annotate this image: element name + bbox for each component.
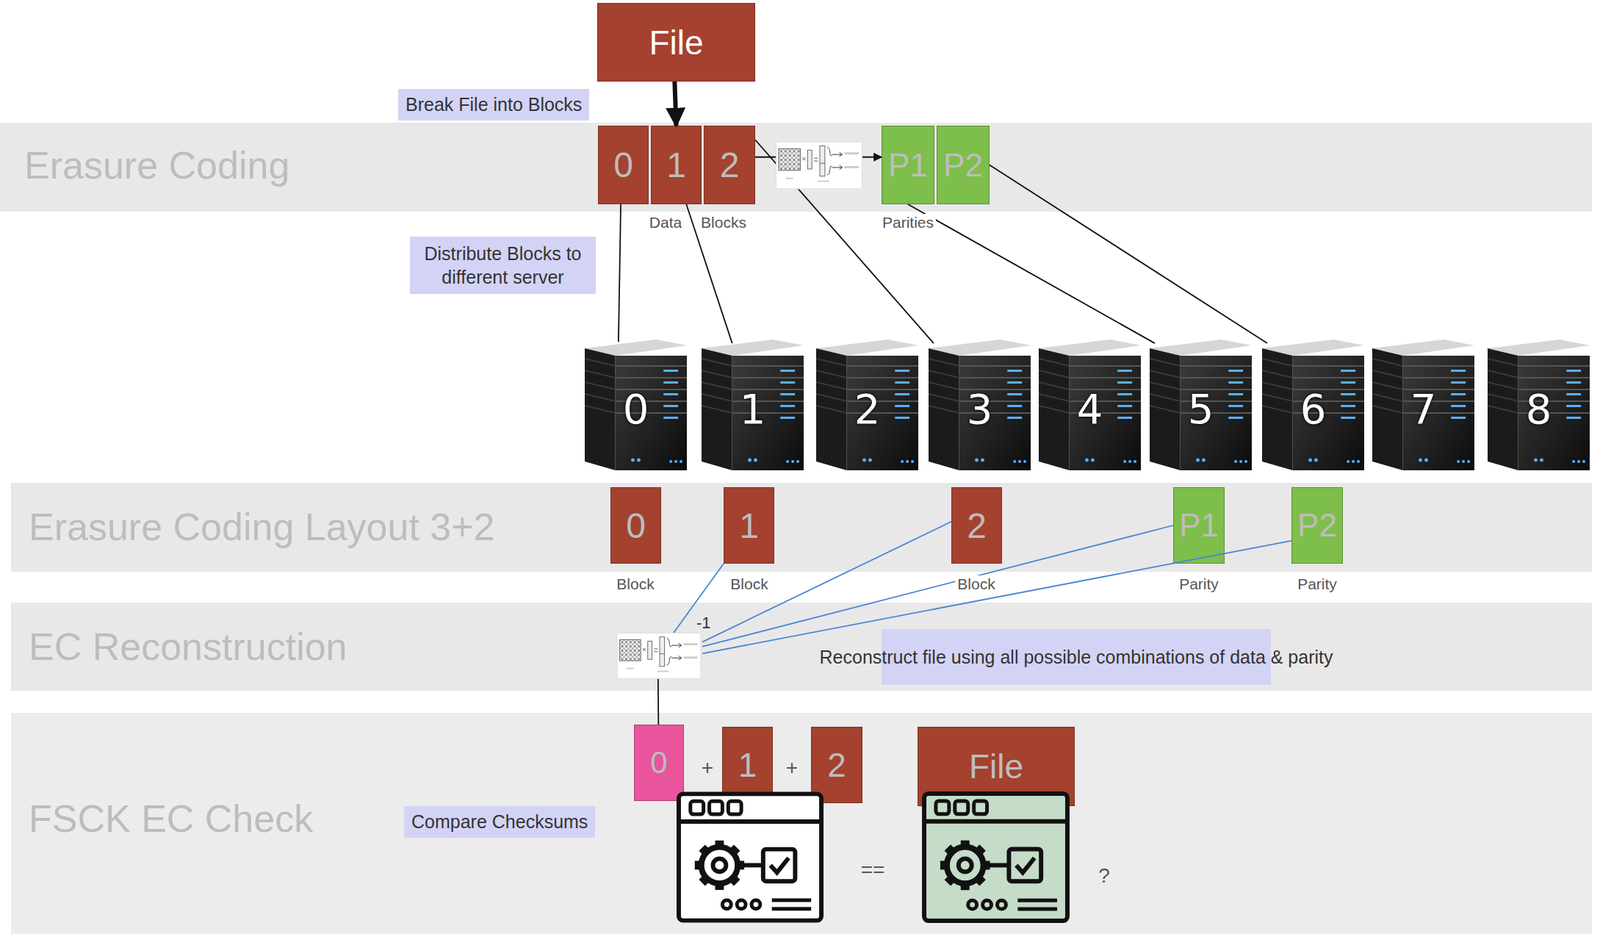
connector-line — [989, 165, 1268, 344]
node-text: P1 — [1174, 506, 1224, 544]
server-node: 4 — [1038, 336, 1141, 471]
connector-line — [674, 81, 676, 126]
node-text: File — [964, 746, 1028, 787]
data-block: 0 — [610, 487, 662, 564]
server-node: 8 — [1487, 336, 1590, 471]
caption-label: Blocks — [698, 213, 749, 232]
connector-line — [702, 521, 952, 643]
server-node: 3 — [928, 336, 1031, 471]
node-text: Compare Checksums — [411, 809, 588, 834]
band-title: FSCK EC Check — [28, 796, 313, 841]
data-block: 1 — [650, 125, 702, 205]
stage-band: FSCK EC Check 0 1 2 FileCompare Checksums — [11, 712, 1592, 934]
reconstructed-block: 0 — [633, 724, 684, 801]
connector-line — [702, 540, 1292, 654]
band-title: Erasure Coding — [24, 143, 290, 188]
callout-note: Break File into Blocks — [398, 88, 590, 121]
parity-block: P2 — [936, 125, 990, 205]
parity-block: P1 — [881, 125, 935, 205]
data-block: 1 — [722, 726, 773, 803]
server-node: 0 — [584, 336, 687, 471]
node-text: 2 — [822, 744, 851, 785]
caption-label: Parity — [1295, 575, 1340, 593]
server-number: 1 — [701, 336, 804, 433]
node-text: Reconstruct file using all possible comb… — [819, 644, 1334, 670]
callout-note: Reconstruct file using all possible comb… — [881, 628, 1271, 685]
server-number: 4 — [1038, 336, 1141, 433]
data-block: 2 — [951, 487, 1003, 564]
caption-label: Block — [728, 575, 770, 593]
data-block: File — [597, 2, 756, 82]
data-block: File — [917, 726, 1075, 806]
server-number: 3 — [928, 336, 1031, 433]
node-text: 0 — [608, 144, 638, 186]
caption-label: Parities — [880, 213, 936, 232]
node-text: 2 — [715, 144, 745, 186]
stage-band: Erasure Coding Layout 3+2 0 1 2 P1 P2 — [11, 482, 1592, 572]
server-node: 2 — [816, 336, 919, 471]
server-number: 2 — [816, 336, 919, 433]
data-block: 2 — [703, 125, 756, 205]
parity-block: P2 — [1291, 487, 1343, 564]
connector-line — [755, 139, 934, 344]
data-block: 0 — [597, 125, 649, 205]
connector-line — [657, 678, 659, 725]
server-number: 5 — [1149, 336, 1252, 433]
connector-line — [907, 204, 1155, 344]
band-title: EC Reconstruction — [28, 624, 348, 669]
data-block: 1 — [723, 487, 775, 564]
node-text: 1 — [661, 144, 691, 186]
inverse-matrix-icon — [617, 632, 701, 679]
server-number: 6 — [1262, 336, 1365, 433]
inverse-mark: -1 — [696, 613, 712, 633]
server-number: 0 — [584, 336, 687, 433]
operator-symbol: ? — [1096, 863, 1113, 888]
stage-band: EC Reconstruction-1Reconstruct file usin… — [11, 602, 1592, 691]
stage-band: Erasure Coding 012 P1P2 — [0, 122, 1592, 212]
connector-line — [755, 156, 882, 158]
connector-line — [673, 563, 724, 633]
operator-symbol: + — [783, 755, 800, 780]
checksum-icon — [678, 793, 822, 920]
node-text: 1 — [733, 744, 762, 785]
server-number: 7 — [1372, 336, 1475, 433]
matrix-icon — [775, 141, 862, 189]
node-text: 2 — [962, 505, 992, 546]
node-text: File — [644, 22, 708, 63]
server-node: 1 — [701, 336, 804, 471]
data-block: 2 — [811, 726, 863, 803]
connector-line — [702, 525, 1174, 647]
caption-label: Block — [955, 575, 997, 593]
node-text: P1 — [883, 146, 933, 184]
connector-line — [618, 204, 621, 342]
operator-symbol: == — [858, 858, 888, 882]
matrix-node: -1 — [615, 632, 703, 679]
node-text: P2 — [938, 146, 988, 184]
callout-note: Distribute Blocks to different server — [409, 236, 596, 294]
checksum-icon — [924, 793, 1068, 921]
server-node: 7 — [1372, 336, 1475, 471]
caption-label: Data — [647, 213, 684, 232]
server-node: 5 — [1149, 336, 1252, 471]
callout-note: Compare Checksums — [404, 805, 596, 838]
node-text: Break File into Blocks — [405, 92, 582, 117]
node-text: P2 — [1292, 506, 1342, 544]
band-title: Erasure Coding Layout 3+2 — [28, 504, 496, 549]
caption-label: Block — [614, 575, 657, 593]
node-text: 0 — [645, 744, 672, 781]
node-text: 0 — [621, 505, 651, 546]
caption-label: Parity — [1176, 575, 1221, 593]
server-node: 6 — [1262, 336, 1365, 471]
node-text: 1 — [734, 505, 764, 546]
operator-symbol: + — [699, 755, 716, 780]
parity-block: P1 — [1173, 487, 1225, 564]
node-text: Distribute Blocks to different server — [417, 241, 589, 290]
server-number: 8 — [1487, 336, 1590, 433]
